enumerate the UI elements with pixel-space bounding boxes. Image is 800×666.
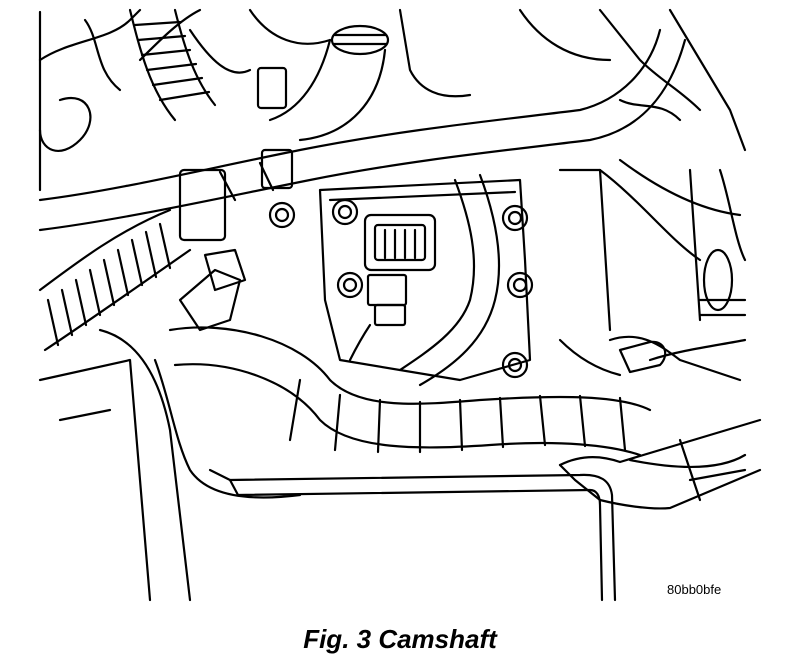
camshaft-position-sensor <box>350 215 435 360</box>
upper-corrugated-hose <box>130 10 215 120</box>
lower-tray <box>210 470 615 600</box>
mounting-bolt <box>338 273 362 297</box>
lower-wrapped-harness <box>170 250 650 455</box>
upper-engine-outline <box>40 10 745 190</box>
upper-harness-tube <box>40 30 685 240</box>
lower-right-outline <box>630 455 745 480</box>
figure-code: 80bb0bfe <box>667 582 722 597</box>
upper-hose-with-clamp <box>258 26 388 140</box>
mounting-bolt <box>503 353 527 377</box>
mounting-bolt <box>508 273 532 297</box>
left-corrugated-hose <box>40 210 190 350</box>
right-engine-components <box>560 160 745 380</box>
sensor-harness <box>400 175 499 385</box>
mounting-bolt <box>270 203 294 227</box>
camshaft-sensor-mount-plate <box>320 180 530 380</box>
mounting-bolt <box>503 206 527 230</box>
lower-left-body <box>40 330 300 600</box>
probe-tool <box>560 420 760 508</box>
mounting-bolt <box>333 200 357 224</box>
figure-caption: Fig. 3 Camshaft <box>303 624 497 654</box>
